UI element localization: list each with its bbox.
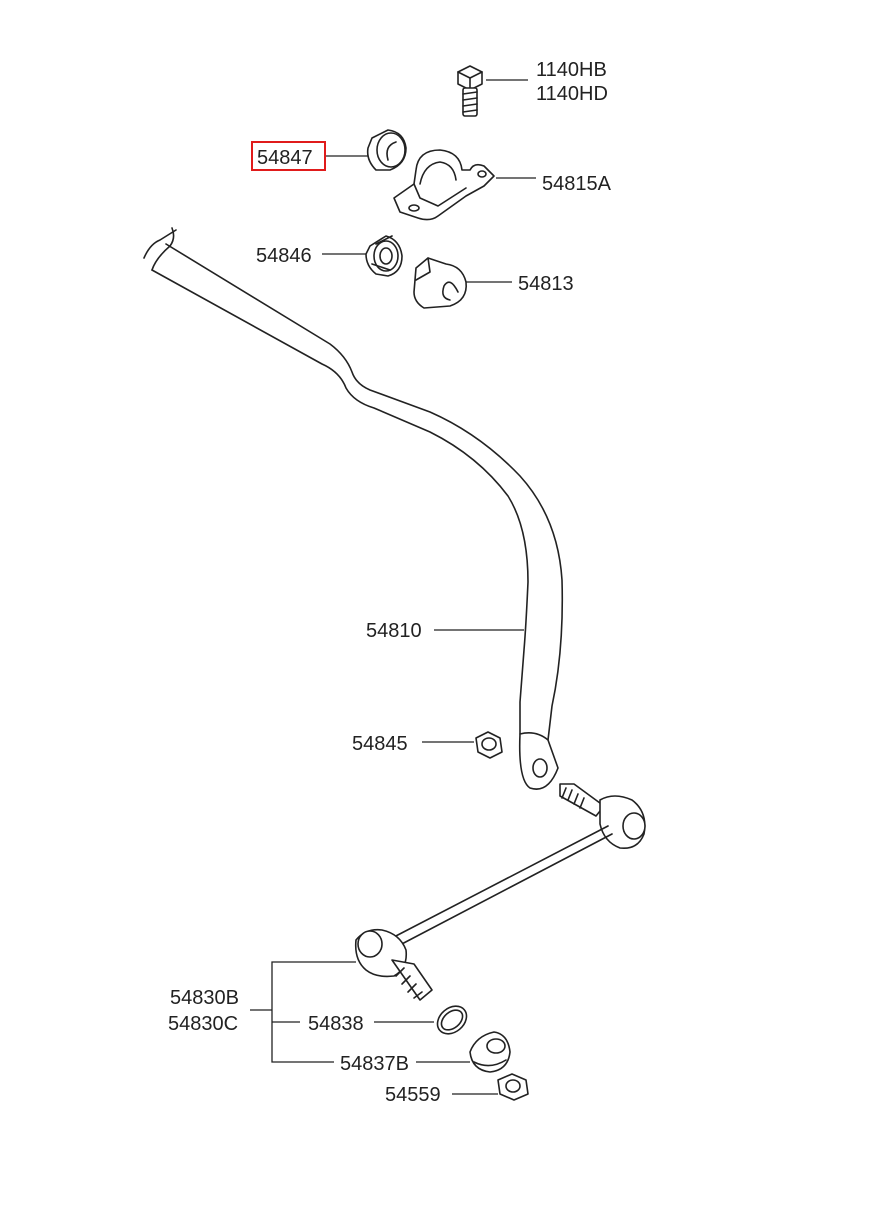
label-1140hd: 1140HD <box>536 83 608 105</box>
label-54810: 54810 <box>366 620 422 642</box>
label-54830c: 54830C <box>168 1013 238 1035</box>
link-bracket-leader <box>271 961 356 1063</box>
link-nut <box>497 1073 529 1101</box>
label-54559: 54559 <box>385 1084 441 1106</box>
label-54813: 54813 <box>518 273 574 295</box>
label-54845: 54845 <box>352 733 408 755</box>
bushing <box>413 257 467 309</box>
label-54838: 54838 <box>308 1013 364 1035</box>
clip-bushing <box>365 235 403 277</box>
bolt <box>457 65 483 117</box>
stabilizer-link <box>354 783 646 1001</box>
bushing-ring <box>366 129 407 171</box>
highlight-box <box>251 141 326 171</box>
stabilizer-bar <box>143 227 564 790</box>
label-54837b: 54837B <box>340 1053 409 1075</box>
label-54846: 54846 <box>256 245 312 267</box>
label-1140hb: 1140HB <box>536 59 607 81</box>
label-54830b: 54830B <box>170 987 239 1009</box>
label-54815a: 54815A <box>542 173 612 195</box>
bracket <box>393 149 495 221</box>
label-54847: 54847 <box>257 147 313 169</box>
ring <box>436 1005 468 1035</box>
dust-cover <box>469 1031 511 1073</box>
nut <box>475 731 503 759</box>
